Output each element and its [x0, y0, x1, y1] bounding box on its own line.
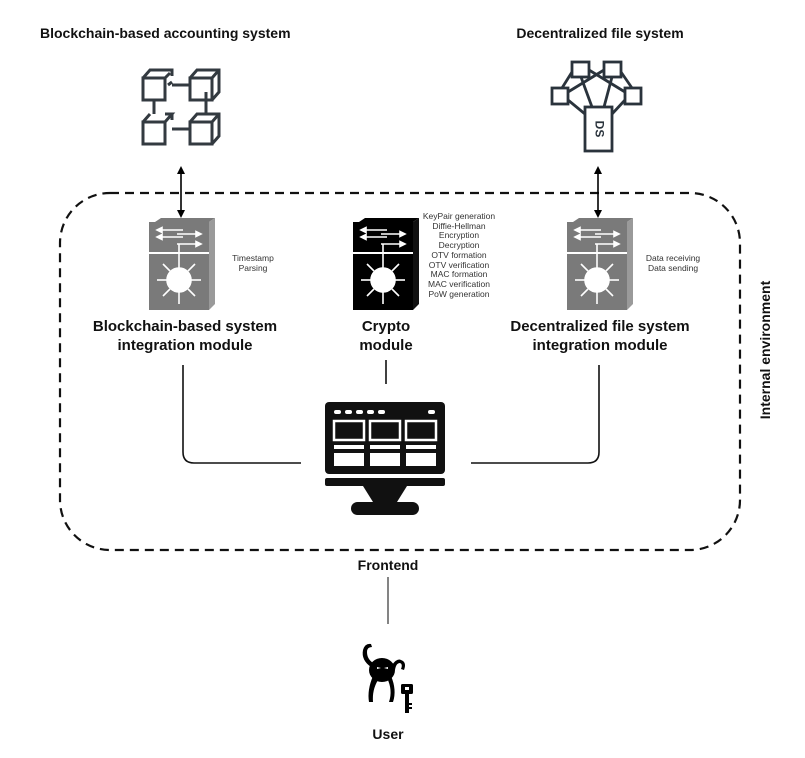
frontend-label: Frontend — [357, 557, 419, 573]
dfs-system-title: Decentralized file system — [516, 25, 684, 41]
crypto-module-label: Crypto module — [336, 317, 436, 355]
dfs-module-functions: Data receiving Data sending — [638, 253, 708, 273]
function-item: KeyPair generation — [422, 211, 496, 221]
function-item: Encryption — [438, 230, 480, 241]
function-item: Parsing — [238, 262, 268, 273]
label-line: integration module — [117, 337, 253, 354]
label-line: Decentralized file system — [510, 318, 690, 335]
label-line: Blockchain-based system — [92, 318, 278, 335]
function-item: MAC verification — [428, 278, 490, 289]
function-item: PoW generation — [428, 288, 490, 299]
blockchain-system-title: Blockchain-based accounting system — [40, 25, 291, 41]
label-line: integration module — [532, 337, 668, 354]
blockchain-module-to-frontend-line — [182, 365, 301, 464]
user-with-key-icon — [362, 643, 413, 713]
crypto-module-functions: KeyPair generation Diffie-Hellman Encryp… — [414, 211, 504, 299]
function-item: MAC formation — [430, 269, 488, 280]
dfs-module-to-frontend-line — [471, 365, 600, 464]
function-item: Data receiving — [645, 253, 701, 263]
blockchain-cubes-icon — [141, 68, 221, 146]
internal-environment-label: Internal environment — [757, 280, 773, 420]
blockchain-integration-module-icon — [149, 218, 215, 310]
function-item: Decryption — [438, 240, 480, 251]
blockchain-module-functions: Timestamp Parsing — [228, 253, 278, 273]
internal-environment-boundary — [58, 191, 742, 552]
user-label: User — [372, 726, 404, 742]
function-item: Data sending — [647, 262, 699, 273]
label-line: module — [359, 337, 413, 354]
dfs-integration-module-label: Decentralized file system integration mo… — [480, 317, 720, 355]
dfs-integration-module-icon — [567, 218, 633, 310]
function-item: OTV formation — [431, 249, 487, 260]
ds-icon-text: DS — [592, 121, 606, 138]
blockchain-integration-module-label: Blockchain-based system integration modu… — [70, 317, 300, 355]
label-line: Crypto — [361, 318, 411, 335]
function-item: OTV verification — [428, 259, 490, 270]
function-item: Timestamp — [232, 253, 274, 263]
monitor-dashboard-icon — [325, 402, 445, 515]
crypto-module-icon — [353, 218, 419, 310]
function-item: Diffie-Hellman — [432, 220, 486, 231]
distributed-storage-icon: DS — [550, 60, 643, 153]
